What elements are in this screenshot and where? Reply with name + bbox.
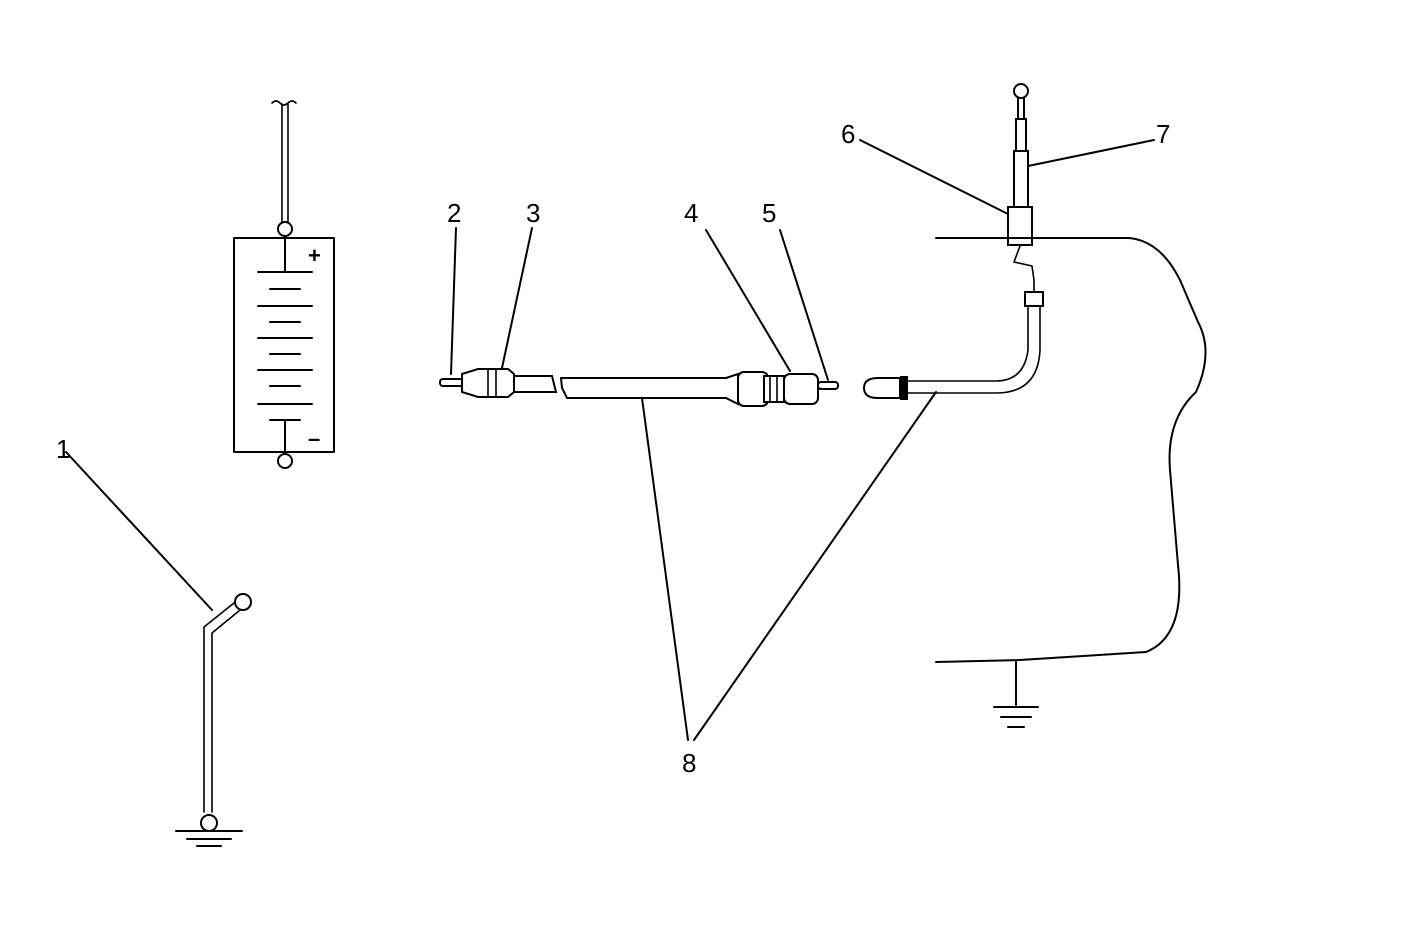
antenna-lead-plug xyxy=(862,377,901,399)
probe-tip-terminal xyxy=(234,593,252,611)
body-ground-symbol xyxy=(993,706,1039,728)
antenna-assembly xyxy=(862,83,1207,728)
antenna-tip xyxy=(1013,83,1029,99)
leader-line-1 xyxy=(65,451,213,611)
cable-jacket xyxy=(559,372,739,406)
callout-7: 7 xyxy=(1156,119,1170,149)
callout-4: 4 xyxy=(684,198,698,228)
antenna-base xyxy=(1007,206,1033,246)
callout-5: 5 xyxy=(762,198,776,228)
probe-ground-terminal xyxy=(200,814,218,832)
callout-3: 3 xyxy=(526,198,540,228)
battery-negative-sign: – xyxy=(308,426,320,451)
callout-6: 6 xyxy=(841,119,855,149)
ground-probe xyxy=(65,451,252,847)
vehicle-body-outline xyxy=(935,237,1207,663)
lead-break-mark xyxy=(271,100,297,106)
battery-negative-terminal xyxy=(277,453,293,469)
callout-8: 8 xyxy=(682,748,696,778)
antenna-mast xyxy=(1013,150,1029,208)
ground-symbol xyxy=(175,830,243,847)
socket-pin xyxy=(817,381,839,390)
callout-1: 1 xyxy=(56,434,70,464)
center-pin xyxy=(439,378,465,387)
coax-extension-cable xyxy=(439,368,839,407)
callout-2: 2 xyxy=(447,198,461,228)
battery-positive-terminal xyxy=(277,221,293,237)
battery-symbol: + – xyxy=(233,100,335,469)
leader-lines xyxy=(450,139,1155,741)
battery-positive-sign: + xyxy=(308,243,321,268)
